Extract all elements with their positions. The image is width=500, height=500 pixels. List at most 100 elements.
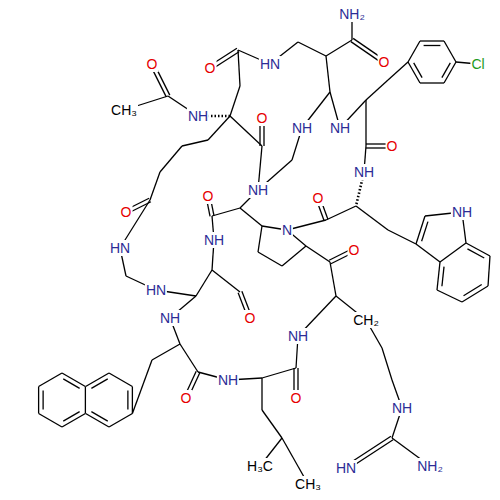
chemical-bond [182, 140, 208, 146]
chemical-bond [238, 50, 240, 86]
chemical-bond [212, 208, 240, 216]
atom-label: NH [451, 204, 473, 220]
chemical-bond [306, 246, 330, 262]
chemical-bond [467, 249, 484, 258]
chemical-bond [258, 252, 282, 266]
chemical-bond [298, 42, 326, 56]
atom-label: NH [353, 164, 375, 180]
chemical-bond [416, 216, 425, 244]
chemical-bond [388, 230, 416, 244]
chemical-bond [63, 412, 79, 421]
atom-label: O [386, 138, 399, 154]
chemical-bond [127, 391, 128, 410]
chemical-bond [416, 244, 440, 262]
chemical-bond [444, 41, 456, 62]
chemical-bond [109, 373, 132, 387]
chemical-bond [42, 391, 43, 410]
atom-label: N [281, 222, 293, 238]
atom-label: NH [203, 232, 225, 248]
atom-label: NH [187, 108, 209, 124]
atom-label: NH₂ [338, 6, 366, 22]
chemical-bond [261, 378, 262, 410]
chemical-bond [366, 80, 388, 100]
atom-label: NH [247, 182, 269, 198]
chemical-bond [330, 262, 336, 296]
chemical-bond [326, 206, 356, 220]
chemical-bond [91, 379, 107, 388]
chemical-bond [420, 40, 444, 41]
chemical-bond [109, 414, 132, 428]
chemical-bond [442, 63, 450, 78]
atom-label: NH [329, 120, 351, 136]
chemical-bond [422, 222, 428, 242]
chemical-bond [365, 100, 366, 146]
atom-label: O [204, 60, 217, 76]
chemical-bond [230, 86, 240, 116]
atom-label: NH [391, 400, 413, 416]
chemical-bond [39, 414, 62, 428]
chemical-bond [39, 373, 62, 387]
atom-label: O [378, 54, 391, 70]
chemical-bond [382, 348, 392, 380]
atom-label: NH [287, 328, 309, 344]
chemical-bond [488, 256, 490, 286]
chemical-bond [326, 56, 330, 92]
atom-label: HN [145, 282, 167, 298]
atom-label: CH₃ [110, 102, 138, 118]
chemical-bond [442, 267, 444, 287]
chemical-bond [196, 270, 212, 296]
chemical-bond [388, 62, 408, 80]
chemical-bond [408, 62, 420, 83]
atom-label: HN [109, 240, 131, 256]
chemical-bond [408, 41, 420, 62]
chemical-bond [180, 344, 198, 372]
chemical-bond [464, 285, 482, 296]
atom-label: O [120, 204, 133, 220]
chemical-bond [208, 116, 230, 140]
atom-label: O [256, 110, 269, 126]
chemical-bond [424, 45, 441, 46]
chemical-bond [132, 387, 133, 414]
chemical-bond [262, 410, 282, 438]
chemical-bond [152, 344, 180, 360]
atom-label: O [312, 190, 325, 206]
chemical-bond [414, 63, 422, 78]
chemical-bond [262, 368, 296, 378]
chemical-bond [212, 270, 240, 292]
chemical-bond [150, 172, 160, 200]
atom-label: NH [217, 372, 239, 388]
chemical-bond [420, 82, 444, 83]
atom-label: NH [291, 120, 313, 136]
chemical-bond [258, 226, 262, 252]
atom-label: O [348, 242, 361, 258]
chemical-bond [437, 262, 440, 290]
chemical-bond [240, 208, 262, 226]
chemical-bond [85, 387, 86, 414]
atom-label: NH [159, 310, 181, 326]
atom-label: CH₂ [352, 312, 380, 328]
chemical-bond [38, 387, 39, 414]
chemical-bond [91, 412, 107, 421]
atom-label: O [146, 56, 159, 72]
chemical-bond [160, 146, 182, 172]
atom-label: H₃C [246, 458, 274, 474]
atom-label: O [180, 390, 193, 406]
atom-label: NH₂ [416, 458, 444, 474]
chemical-bond [132, 360, 152, 414]
chemical-bond [440, 243, 466, 262]
chemical-bond [356, 206, 388, 230]
atom-label: HN [259, 56, 281, 72]
atom-label: O [290, 390, 303, 406]
atom-label: HN [335, 460, 357, 476]
atom-label: Cl [470, 56, 485, 72]
chemical-bond [63, 379, 79, 388]
chemical-bond [444, 62, 456, 83]
chemical-bond [326, 40, 352, 56]
chemical-bond [437, 290, 462, 302]
atom-label: O [202, 188, 215, 204]
atom-label: CH₃ [294, 476, 322, 492]
chemical-bond [282, 246, 306, 266]
atom-label: O [244, 310, 257, 326]
